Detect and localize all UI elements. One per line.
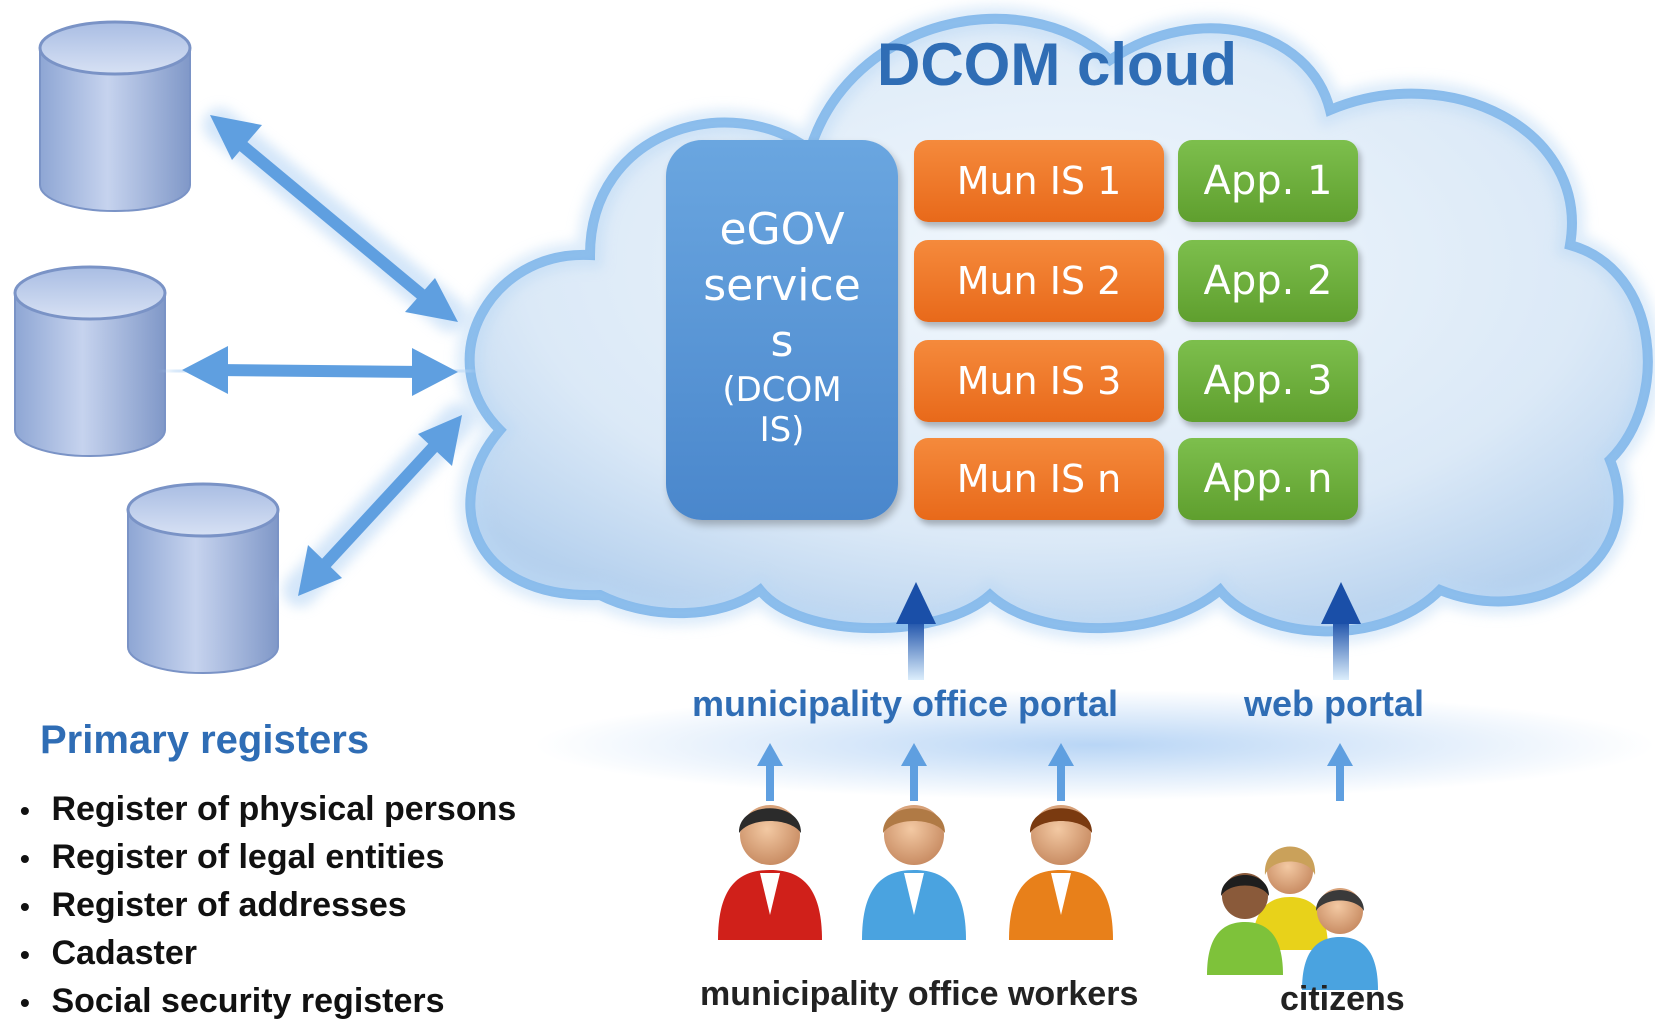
egov-line-5: IS) — [759, 410, 805, 450]
database-icon — [38, 20, 192, 212]
up-arrow-icon — [1048, 743, 1074, 801]
register-item: • Register of physical persons — [20, 790, 517, 828]
egov-line-2: service — [703, 260, 861, 311]
municipality-portal-label: municipality office portal — [692, 683, 1119, 724]
mun-is-box: Mun IS n — [914, 438, 1164, 520]
app-box: App. 1 — [1178, 140, 1358, 222]
registers-title: Primary registers — [40, 718, 370, 762]
person-icon — [718, 805, 822, 940]
person-icon — [862, 805, 966, 940]
database-icon — [126, 482, 280, 674]
database-icon — [13, 265, 167, 457]
mun-is-box: Mun IS 3 — [914, 340, 1164, 422]
register-item: • Social security registers — [20, 982, 445, 1020]
register-item: • Register of addresses — [20, 886, 407, 924]
egov-line-4: (DCOM — [722, 370, 842, 410]
registers-list: • Register of physical persons • Registe… — [20, 785, 516, 1025]
app-box: App. 3 — [1178, 340, 1358, 422]
up-arrow-icon — [901, 743, 927, 801]
up-arrow-icon — [757, 743, 783, 801]
app-box: App. n — [1178, 438, 1358, 520]
workers-caption: municipality office workers — [700, 975, 1139, 1013]
up-arrow-icon — [896, 582, 936, 680]
mun-is-box: Mun IS 2 — [914, 240, 1164, 322]
up-arrow-icon — [1321, 582, 1361, 680]
egov-line-1: eGOV — [719, 204, 845, 255]
double-arrow-icon — [203, 108, 467, 332]
cloud-title: DCOM cloud — [877, 31, 1237, 98]
web-portal-label: web portal — [1244, 683, 1425, 724]
people-group-icon — [1207, 846, 1378, 990]
portal-glow — [535, 690, 1655, 800]
egov-line-3: s — [770, 316, 794, 367]
double-arrow-icon — [168, 346, 472, 396]
double-arrow-icon — [283, 403, 475, 607]
cloud-icon — [456, 5, 1655, 645]
egov-services-block: eGOV service s (DCOM IS) — [666, 140, 898, 520]
citizens-caption: citizens — [1280, 980, 1405, 1018]
mun-is-box: Mun IS 1 — [914, 140, 1164, 222]
person-icon — [1009, 805, 1113, 940]
up-arrow-icon — [1327, 743, 1353, 801]
register-item: • Register of legal entities — [20, 838, 445, 876]
register-item: • Cadaster — [20, 934, 197, 972]
app-box: App. 2 — [1178, 240, 1358, 322]
